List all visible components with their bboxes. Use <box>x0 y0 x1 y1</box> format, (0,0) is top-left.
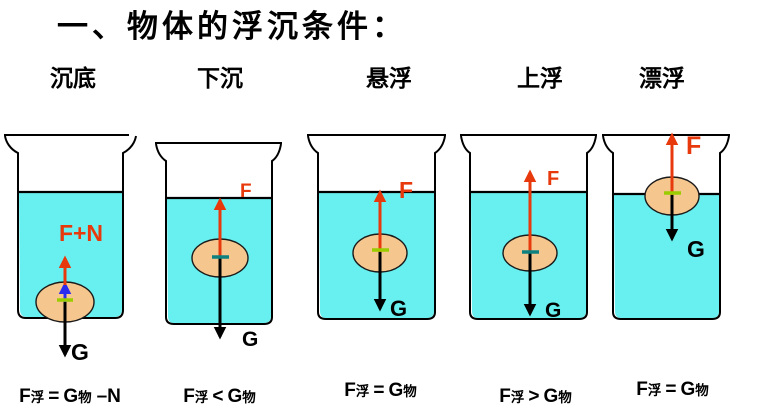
beaker-rising: F G <box>460 134 597 322</box>
formula-f: F <box>636 379 648 400</box>
water <box>614 194 719 318</box>
column-label-sink-bottom: 沉底 <box>50 65 96 91</box>
formula-g-sub: 物 <box>695 383 709 398</box>
water <box>19 192 122 317</box>
force-label-g: G <box>687 236 705 262</box>
formula-g: G <box>388 380 404 401</box>
force-label-up: F+N <box>59 220 103 246</box>
beaker-suspended: F G <box>307 134 446 321</box>
formula-f-sub: 浮 <box>647 383 662 398</box>
column-label-floating: 漂浮 <box>639 65 685 91</box>
page-title: 一、物体的浮沉条件： <box>57 9 407 44</box>
formula-f-sub: 浮 <box>355 384 370 399</box>
formula-operator: = <box>665 379 677 400</box>
formula-g: G <box>543 386 559 407</box>
formula-operator: > <box>528 386 540 407</box>
formula-f-sub: 浮 <box>30 390 45 405</box>
force-label-up: F <box>686 132 701 160</box>
column-label-sinking: 下沉 <box>197 65 243 91</box>
formula-extra <box>417 380 422 401</box>
formula-floating: F浮=G物 <box>636 379 714 401</box>
beaker-floating: F G <box>602 132 730 320</box>
formula-suspended: F浮=G物 <box>344 380 422 402</box>
formula-operator: < <box>212 386 224 407</box>
force-label-up: F <box>547 168 559 190</box>
force-label-up: F <box>240 181 252 202</box>
formula-f-sub: 浮 <box>194 390 209 405</box>
formula-operator: = <box>48 386 60 407</box>
formula-g: G <box>227 386 243 407</box>
column-label-suspended: 悬浮 <box>366 65 412 91</box>
formula-f-sub: 浮 <box>510 390 525 405</box>
beaker-outline <box>307 134 446 320</box>
formula-g: G <box>680 379 696 400</box>
formula-extra: –N <box>96 386 121 407</box>
beaker-outline <box>460 134 597 320</box>
formula-f: F <box>183 386 195 407</box>
formula-rising: F浮>G物 <box>499 386 577 408</box>
formula-extra <box>256 386 261 407</box>
formula-g: G <box>63 386 79 407</box>
beaker-sinking: F G <box>155 142 282 351</box>
formula-operator: = <box>373 380 385 401</box>
formula-extra <box>709 379 714 400</box>
formula-g-sub: 物 <box>558 390 572 405</box>
column-label-rising: 上浮 <box>517 65 563 91</box>
force-label-g: G <box>242 328 258 351</box>
beaker-sink-bottom: F+N G <box>4 134 137 365</box>
formula-sink-bottom: F浮=G物 –N <box>19 386 121 408</box>
formula-g-sub: 物 <box>403 384 417 399</box>
force-label-up: F <box>399 177 413 203</box>
force-label-g: G <box>545 299 561 322</box>
formula-sinking: F浮<G物 <box>183 386 261 408</box>
formula-g-sub: 物 <box>78 390 92 405</box>
formula-g-sub: 物 <box>242 390 256 405</box>
formula-f: F <box>19 386 31 407</box>
formula-f: F <box>344 380 356 401</box>
force-label-g: G <box>390 296 407 321</box>
force-label-g: G <box>71 339 89 365</box>
formula-extra <box>572 386 577 407</box>
formula-f: F <box>499 386 511 407</box>
